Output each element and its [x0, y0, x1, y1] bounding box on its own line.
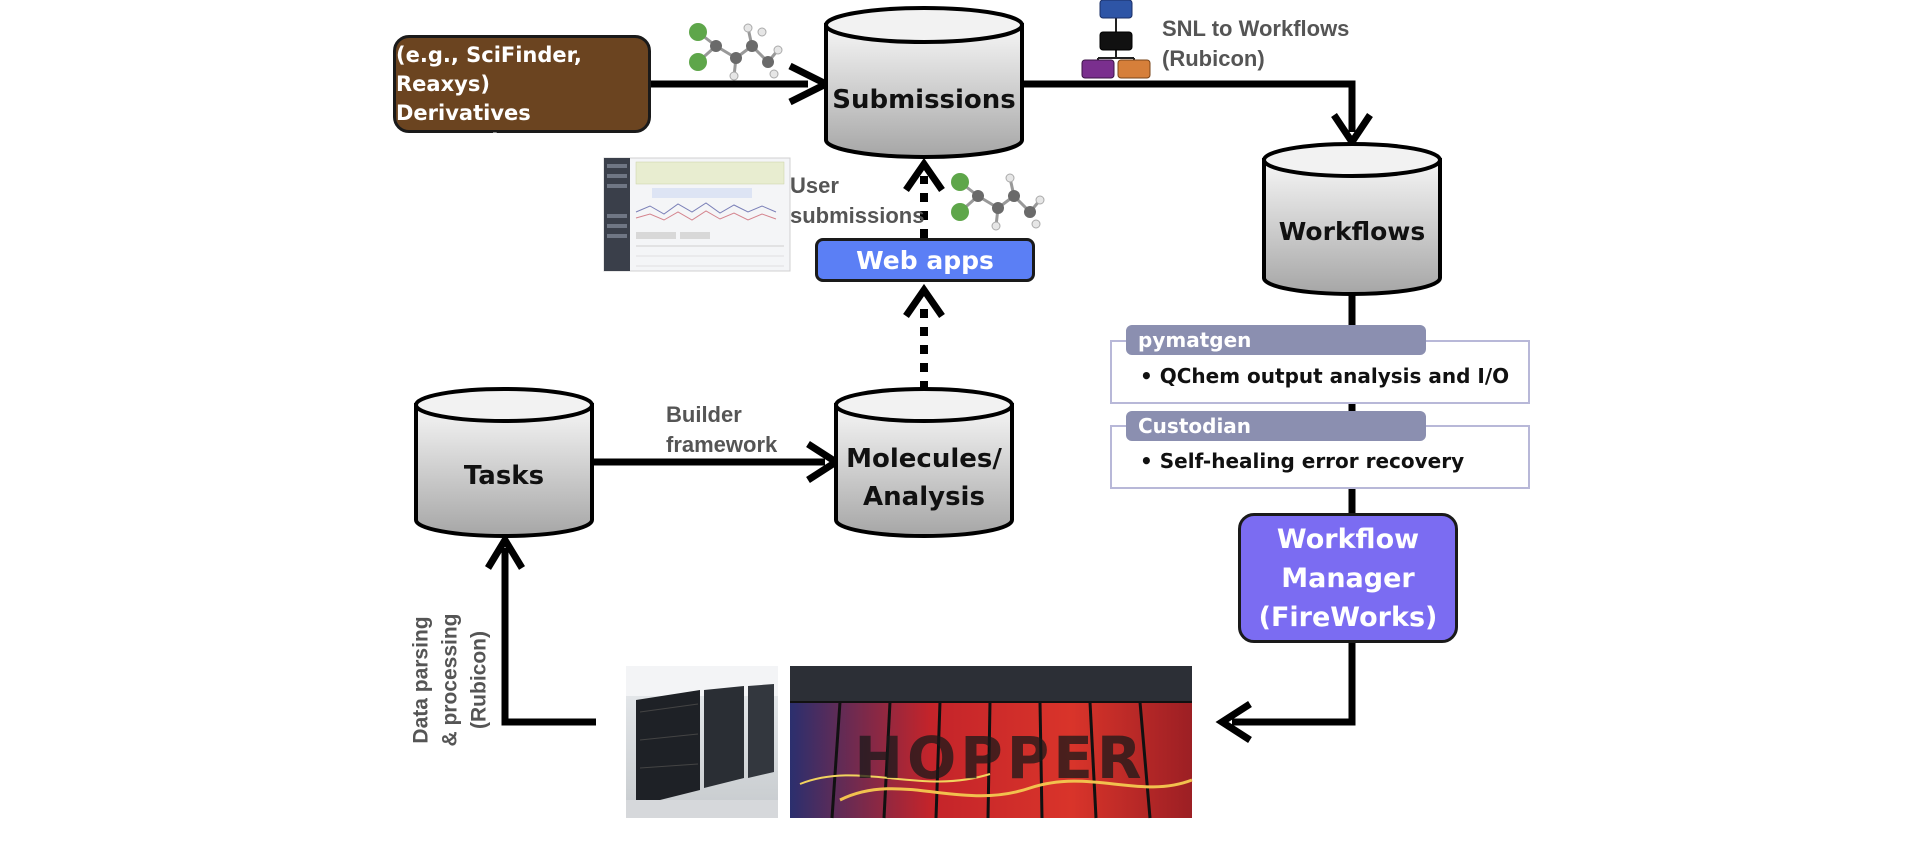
builder-label-line2: framework — [666, 432, 778, 457]
server-room-photo — [626, 666, 778, 818]
databases-line2: (e.g., SciFinder, Reaxys) — [396, 42, 582, 96]
submissions-label: Submissions — [832, 85, 1016, 115]
data-parsing-line2: & processing — [438, 613, 462, 747]
custodian-header: Custodian — [1126, 411, 1426, 441]
pymatgen-header-label: pymatgen — [1138, 328, 1252, 352]
tasks-label: Tasks — [464, 461, 544, 491]
submissions-database: Submissions — [824, 6, 1024, 159]
edge-supercomputing-to-tasks — [485, 533, 596, 726]
databases-line3: Derivatives Generation — [396, 100, 531, 154]
molecules-label-line1: Molecules/ — [846, 444, 1002, 474]
edge-manager-to-supercomputing — [1215, 643, 1356, 743]
data-parsing-line1: Data parsing — [409, 616, 433, 744]
data-parsing-line3: (Rubicon) — [467, 631, 491, 729]
pymatgen-bullet: • QChem output analysis and I/O — [1140, 364, 1510, 388]
web-app-screenshot — [603, 157, 791, 272]
workflow-manager-line3: (FireWorks) — [1258, 601, 1438, 633]
custodian-header-label: Custodian — [1138, 414, 1252, 438]
hopper-photo-text: HOPPER — [854, 724, 1145, 792]
snl-label-line2: (Rubicon) — [1162, 46, 1265, 71]
web-apps-node: Web apps — [815, 238, 1035, 282]
tasks-database: Tasks — [414, 387, 594, 538]
user-submissions-line1: User — [790, 173, 839, 198]
user-submissions-line2: submissions — [790, 203, 924, 228]
edge-submissions-to-workflows — [1022, 80, 1373, 149]
molecule-icon-web — [951, 173, 1045, 231]
custodian-bullet: • Self-healing error recovery — [1140, 449, 1465, 473]
workflow-manager-line2: Manager — [1281, 562, 1415, 594]
workflow-manager-node: Workflow Manager (FireWorks) — [1238, 513, 1458, 643]
databases-node: Databases (e.g., SciFinder, Reaxys) Deri… — [393, 14, 651, 154]
supercomputing-title: Supercomputing Resources — [697, 610, 1115, 641]
edge-webapps-to-submissions — [903, 157, 945, 238]
molecule-icon-top — [689, 23, 783, 81]
workflows-label: Workflows — [1279, 217, 1426, 246]
workflow-tree-icon — [1081, 0, 1151, 79]
workflows-database: Workflows — [1262, 142, 1442, 296]
workflow-manager-line1: Workflow — [1276, 523, 1420, 555]
molecules-database: Molecules/ Analysis — [834, 387, 1014, 538]
snl-label-line1: SNL to Workflows — [1162, 16, 1349, 41]
edge-databases-to-submissions — [651, 62, 834, 106]
pymatgen-header: pymatgen — [1126, 325, 1426, 355]
molecules-label-line2: Analysis — [863, 482, 985, 512]
hopper-photo: HOPPER — [790, 666, 1193, 819]
databases-line1: Databases — [459, 13, 585, 38]
builder-label-line1: Builder — [666, 402, 742, 427]
web-apps-label: Web apps — [856, 245, 994, 275]
edge-molecules-to-webapps — [903, 283, 945, 390]
